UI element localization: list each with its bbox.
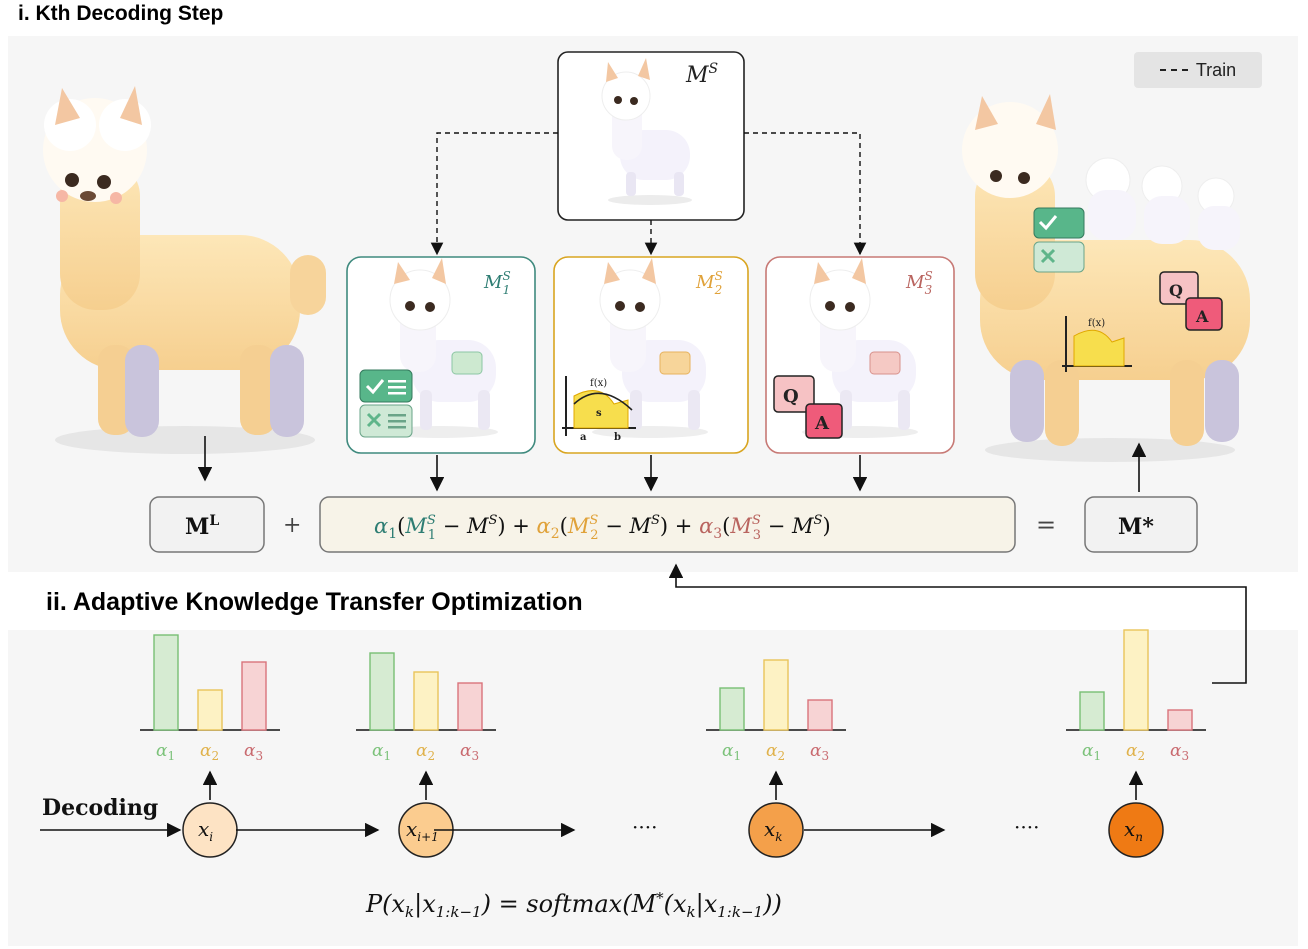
alpha-bar-0-1 xyxy=(153,634,179,731)
alpha-bar-2-3 xyxy=(807,699,833,731)
alpha-label-1-1: α1 xyxy=(372,741,391,763)
qa-bubble-icon: Q A xyxy=(773,375,843,439)
alpha-bar-0-2 xyxy=(197,689,223,731)
alpha-bar-0-3 xyxy=(241,661,267,731)
alpaca-group-icon: Q A f(x) xyxy=(962,94,1250,462)
output-formula: P(xk|x1:k−1) = softmax(M*(xk|x1:k−1)) xyxy=(365,889,782,921)
plus-sign: + xyxy=(283,513,301,538)
alpaca-large-icon xyxy=(43,86,326,454)
source-model-label: MS xyxy=(685,61,718,88)
alpha-label-0-3: α3 xyxy=(244,741,263,763)
equals-sign: = xyxy=(1036,511,1056,539)
ellipsis-1: ···· xyxy=(632,815,657,839)
svg-text:b: b xyxy=(614,432,621,443)
decoding-layer: α1 α2 α3 xi α1 α2 α3 xi+1 α1 α2 α3 xk α1 α2 α3 xn xyxy=(140,629,1206,858)
alpha-label-1-2: α2 xyxy=(416,741,435,763)
alpha-bar-1-1 xyxy=(369,652,395,731)
train-arrow-1 xyxy=(430,132,558,256)
alpha-label-2-1: α1 xyxy=(722,741,741,763)
decoding-node-label-2: xk xyxy=(764,817,783,844)
legend-train-label: Train xyxy=(1195,59,1237,80)
merged-model-box xyxy=(1084,496,1198,553)
svg-text:f(x): f(x) xyxy=(1088,318,1105,329)
legend-train: Train xyxy=(1134,52,1262,88)
decoding-node-label-3: xn xyxy=(1124,817,1143,844)
svg-text:A: A xyxy=(814,413,830,434)
panel-bottom-background xyxy=(8,630,1298,946)
svg-text:f(x): f(x) xyxy=(590,378,607,389)
train-arrow-3 xyxy=(744,132,867,256)
decoding-label: Decoding xyxy=(42,795,158,821)
alpha-label-3-3: α3 xyxy=(1170,741,1189,763)
svg-text:Q: Q xyxy=(1169,281,1183,300)
svg-text:s: s xyxy=(596,408,602,419)
alpha-label-0-2: α2 xyxy=(200,741,219,763)
alpha-bar-1-3 xyxy=(457,682,483,731)
alpha-bar-3-1 xyxy=(1079,691,1105,731)
alpha-bar-2-1 xyxy=(719,687,745,731)
section-title-decoding-step: i. Kth Decoding Step xyxy=(18,2,224,25)
large-model-label: ML xyxy=(185,513,219,540)
checklist-icon xyxy=(359,369,413,438)
alpha-label-1-3: α3 xyxy=(460,741,479,763)
function-plot-icon: f(x) s a b xyxy=(562,376,636,443)
svg-text:a: a xyxy=(580,432,587,443)
decoding-node-2 xyxy=(748,802,804,858)
alpha-label-2-3: α3 xyxy=(810,741,829,763)
svg-text:A: A xyxy=(1195,307,1209,326)
decoding-node-label-0: xi xyxy=(198,817,213,844)
expert-box-1 xyxy=(346,256,536,454)
alpha-bar-3-3 xyxy=(1167,709,1193,731)
section-title-optimization: ii. Adaptive Knowledge Transfer Optimiza… xyxy=(46,588,583,616)
alpha-bar-3-2 xyxy=(1123,629,1149,731)
svg-text:Q: Q xyxy=(783,386,799,407)
ellipsis-2: ···· xyxy=(1014,815,1039,839)
alpha-label-3-2: α2 xyxy=(1126,741,1145,763)
alpha-bar-1-2 xyxy=(413,671,439,731)
alpha-label-3-1: α1 xyxy=(1082,741,1101,763)
task-vector-box xyxy=(319,496,1016,553)
decoding-node-3 xyxy=(1108,802,1164,858)
alpha-label-0-1: α1 xyxy=(156,741,175,763)
feedback-arrow xyxy=(668,563,1247,684)
dashed-line-icon xyxy=(1159,69,1188,71)
merged-model-label: M* xyxy=(1118,514,1154,540)
alpaca-small-icon xyxy=(601,58,692,205)
alpha-label-2-2: α2 xyxy=(766,741,785,763)
decoding-node-label-1: xi+1 xyxy=(406,817,439,844)
large-model-box xyxy=(149,496,265,553)
alpha-bar-2-2 xyxy=(763,659,789,731)
